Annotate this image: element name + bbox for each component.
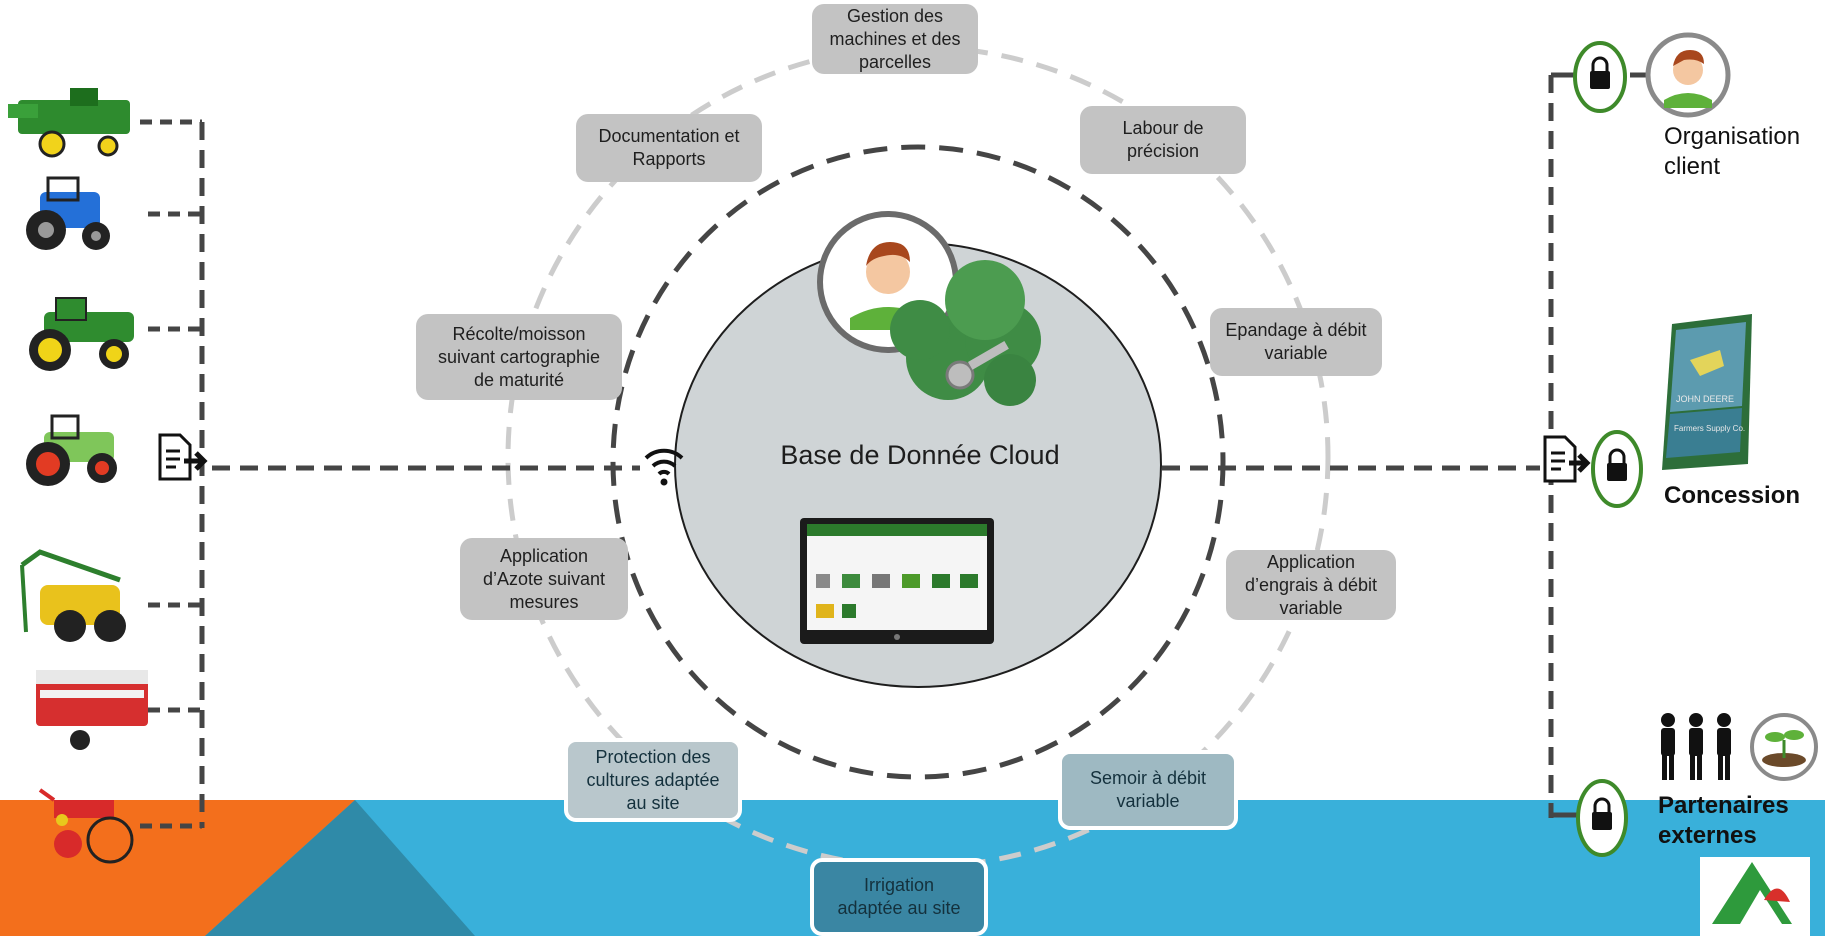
label-engrais: Application d’engrais à débit variable [1226,550,1396,620]
outer-ring [505,44,1331,870]
teal-triangle [205,800,475,936]
lock-icon [1576,779,1628,857]
lock-icon [1591,430,1643,508]
sign-brand-text: JOHN DEERE [1676,394,1735,404]
sprayer-icon [20,549,126,642]
concession-label: Concession [1664,482,1801,509]
blue-tractor-icon [26,176,110,250]
label-irrigation: Irrigation adaptée au site [810,858,988,936]
inner-ring [610,144,1226,780]
combine-harvester-icon [8,88,130,158]
red-tractor-icon [26,414,117,486]
yellow-tractor-icon [29,297,134,371]
spreader-icon [36,670,148,750]
organisation-label: Organisation client [1664,123,1801,180]
client-avatar-icon [1645,32,1731,118]
lock-icon [1573,41,1627,113]
planter-icon [38,788,134,864]
plant-icon [1750,713,1818,781]
dealer-sign-icon [1662,314,1752,470]
partenaires-label: Partenaires externes [1658,792,1789,849]
label-labour: Labour de précision [1080,106,1246,174]
document-export-icon [158,433,208,481]
sign-store-text: Farmers Supply Co. [1674,424,1746,433]
label-semoir: Semoir à débit variable [1058,750,1238,830]
label-azote: Application d’Azote suivant mesures [460,538,628,620]
wifi-icon [644,448,684,486]
label-epandage: Epandage à débit variable [1210,308,1382,376]
cloud-key-icon [890,260,1041,406]
tablet-icon [800,518,994,644]
machine-links [140,119,202,829]
label-protection: Protection des cultures adaptée au site [564,738,742,822]
label-recolte: Récolte/moisson suivant cartographie de … [416,314,622,400]
center-title: Base de Donnée Cloud [780,440,1060,470]
label-documentation: Documentation et Rapports [576,114,762,182]
label-gestion: Gestion des machines et des parcelles [812,4,978,74]
logo-icon [1700,857,1810,936]
people-icon [1661,713,1731,780]
document-export-icon [1543,435,1591,483]
